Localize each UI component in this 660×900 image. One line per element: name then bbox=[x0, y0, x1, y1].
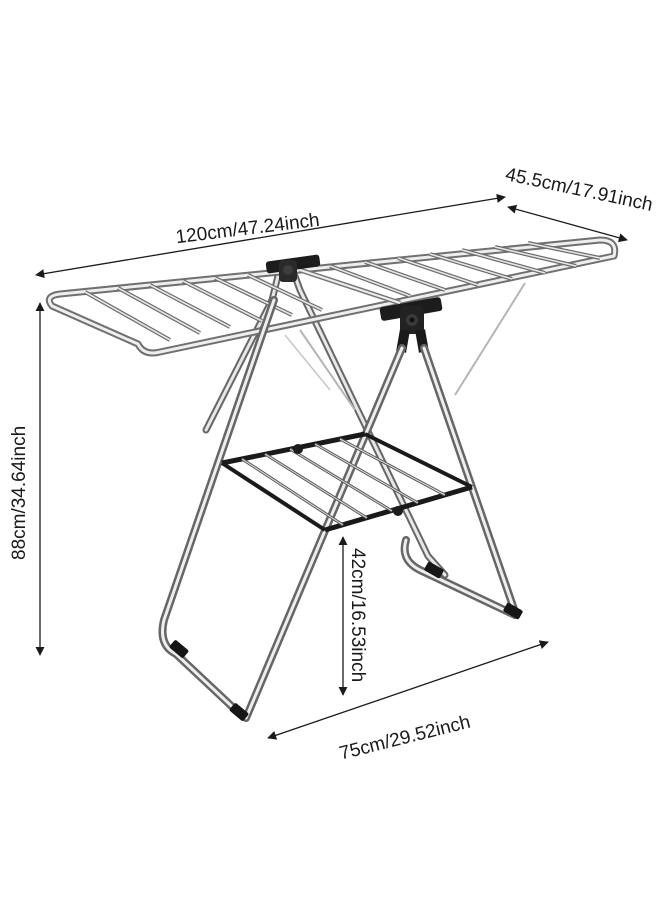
shelf-height-label: 42cm/16.53inch bbox=[347, 548, 368, 682]
depth-label: 45.5cm/17.91inch bbox=[503, 164, 654, 216]
width-dimension-line bbox=[35, 193, 506, 279]
top-frame bbox=[45, 236, 619, 357]
dimension-lines bbox=[35, 193, 628, 740]
shelf-rods bbox=[241, 437, 446, 527]
width-label: 120cm/47.24inch bbox=[175, 210, 321, 248]
feet bbox=[169, 561, 523, 721]
lower-shelf bbox=[220, 431, 473, 533]
height-label: 88cm/34.64inch bbox=[9, 426, 30, 560]
base-width-label: 75cm/29.52inch bbox=[337, 712, 472, 765]
depth-dimension-line bbox=[507, 204, 628, 243]
base-width-dimension-line bbox=[267, 640, 549, 740]
front-hinge-joint bbox=[379, 297, 443, 353]
left-wing-rods bbox=[84, 273, 323, 342]
back-legs bbox=[202, 264, 526, 579]
